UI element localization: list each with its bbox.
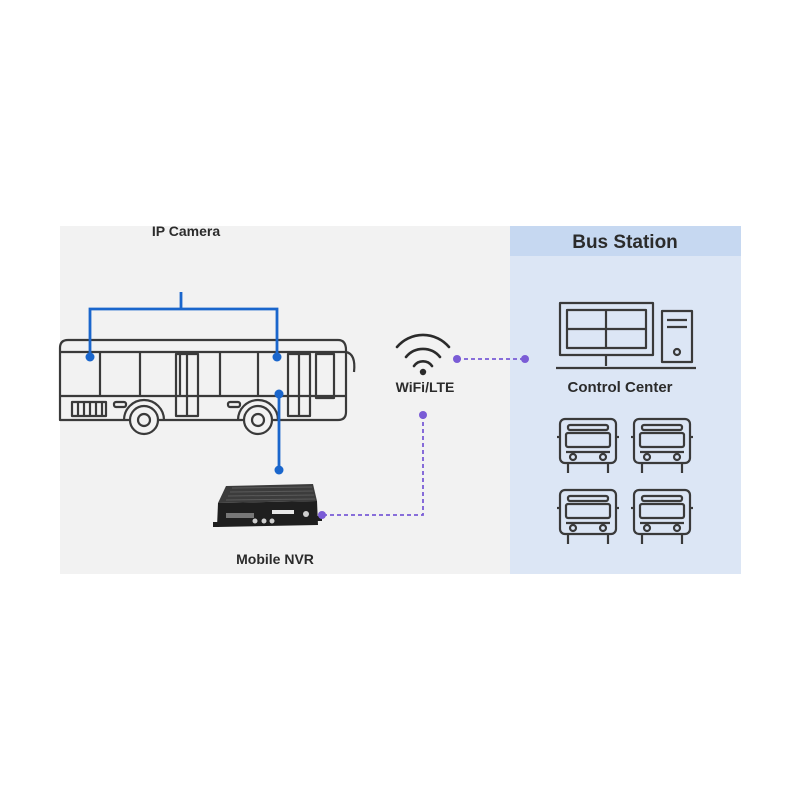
dotted-links bbox=[322, 358, 525, 516]
link-point-nvr bbox=[318, 511, 326, 519]
bus-front-icon bbox=[557, 417, 619, 473]
nvr-connection-top-point bbox=[274, 389, 284, 399]
wifi-dot bbox=[419, 368, 427, 376]
ip-camera-label: IP Camera bbox=[152, 223, 220, 239]
desktop-computer-icon bbox=[556, 301, 696, 370]
mobile-nvr-icon bbox=[213, 484, 322, 527]
wifi-label: WiFi/LTE bbox=[396, 379, 455, 395]
bus-station-title: Bus Station bbox=[572, 232, 678, 253]
link-point-wifi bbox=[453, 355, 461, 363]
bus-front-icon bbox=[631, 488, 693, 544]
link-point-wifi-bottom bbox=[419, 411, 427, 419]
nvr-connection-bottom-point bbox=[274, 465, 284, 475]
bus-front-icon bbox=[631, 417, 693, 473]
link-point-control-center bbox=[521, 355, 529, 363]
control-center-label: Control Center bbox=[568, 379, 673, 396]
mobile-nvr-label: Mobile NVR bbox=[236, 551, 314, 567]
camera-point-rear bbox=[272, 352, 282, 362]
wifi-icon bbox=[395, 333, 451, 368]
bus-fleet bbox=[557, 417, 693, 544]
bus-front-icon bbox=[557, 488, 619, 544]
camera-connection-lines bbox=[88, 292, 281, 469]
camera-point-front bbox=[85, 352, 95, 362]
bus-station-panel bbox=[510, 226, 741, 574]
bus-icon bbox=[58, 338, 356, 436]
bus-station-header bbox=[510, 226, 741, 256]
